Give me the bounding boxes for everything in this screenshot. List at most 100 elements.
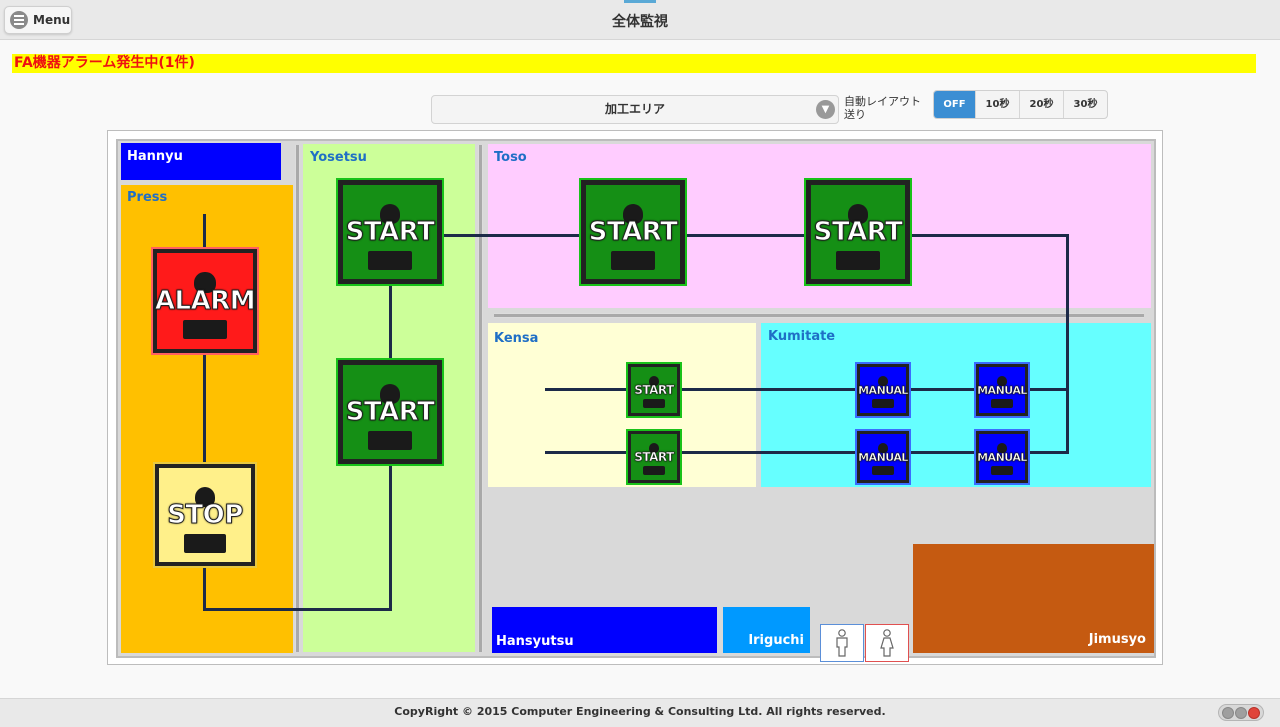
- zone-hansyutsu[interactable]: Hansyutsu: [492, 607, 717, 653]
- zone-label-yosetsu: Yosetsu: [310, 150, 367, 165]
- flow-line: [545, 388, 976, 391]
- machine-kensa-2[interactable]: START: [628, 431, 680, 483]
- machine-press-1[interactable]: ALARM: [153, 249, 257, 353]
- signal-light-1: [1221, 706, 1234, 719]
- header-bar: Menu 全体監視: [0, 0, 1280, 40]
- machine-head: [877, 443, 889, 454]
- machine-status: START: [813, 217, 903, 248]
- zone-label-press: Press: [127, 190, 168, 205]
- machine-kumitate-2[interactable]: MANUAL: [976, 364, 1028, 416]
- copyright-text: CopyRight © 2015 Computer Engineering & …: [394, 705, 886, 718]
- machine-toso-2[interactable]: START: [806, 180, 910, 284]
- machine-body: [611, 250, 655, 270]
- signal-lights[interactable]: [1218, 704, 1264, 721]
- machine-head: [648, 376, 660, 387]
- machine-body: [643, 466, 665, 476]
- machine-head: [847, 203, 869, 225]
- signal-light-3: [1248, 706, 1261, 719]
- zone-label-kensa: Kensa: [494, 331, 539, 346]
- zone-jimusyo[interactable]: Jimusyo: [913, 544, 1154, 653]
- auto-layout-label: 自動レイアウト送り: [844, 95, 921, 121]
- machine-body: [368, 430, 412, 450]
- flow-line: [441, 234, 581, 237]
- machine-status: MANUAL: [977, 450, 1028, 464]
- machine-yosetsu-2[interactable]: START: [338, 360, 442, 464]
- zone-divider-1: [295, 145, 300, 652]
- machine-status: START: [634, 383, 675, 398]
- zone-label-kumitate: Kumitate: [768, 329, 836, 344]
- interval-30s-button[interactable]: 30秒: [1063, 91, 1107, 118]
- zone-label-toso: Toso: [494, 150, 527, 165]
- machine-head: [996, 376, 1008, 387]
- machine-status: MANUAL: [858, 383, 909, 397]
- flow-line: [203, 351, 206, 465]
- alarm-banner[interactable]: FA機器アラーム発生中(1件): [12, 54, 1256, 73]
- machine-body: [991, 466, 1013, 476]
- machine-kensa-1[interactable]: START: [628, 364, 680, 416]
- machine-head: [194, 486, 216, 508]
- flow-line: [389, 283, 392, 361]
- interval-20s-button[interactable]: 20秒: [1019, 91, 1063, 118]
- interval-10s-button[interactable]: 10秒: [975, 91, 1019, 118]
- flow-line: [545, 451, 976, 454]
- flow-line: [389, 463, 392, 611]
- zone-divider-3: [494, 313, 1144, 318]
- zone-iriguchi[interactable]: Iriguchi: [723, 607, 810, 653]
- machine-yosetsu-1[interactable]: START: [338, 180, 442, 284]
- flow-line: [909, 234, 1068, 237]
- machine-body: [368, 250, 412, 270]
- machine-status: START: [634, 450, 675, 465]
- machine-press-2[interactable]: STOP: [155, 464, 255, 566]
- menu-button[interactable]: Menu: [4, 6, 72, 34]
- zone-divider-2: [478, 145, 483, 652]
- machine-status: ALARM: [154, 286, 256, 317]
- machine-status: MANUAL: [977, 383, 1028, 397]
- flow-line: [203, 565, 206, 611]
- machine-body: [183, 533, 227, 553]
- signal-light-2: [1234, 706, 1247, 719]
- machine-head: [622, 203, 644, 225]
- machine-status: START: [345, 397, 435, 428]
- machine-head: [648, 443, 660, 454]
- floor-map: Hannyu Press Yosetsu Toso Kensa Kumitate…: [107, 130, 1163, 665]
- machine-head: [379, 383, 401, 405]
- page-title: 全体監視: [612, 14, 668, 30]
- machine-body: [991, 399, 1013, 409]
- menu-label: Menu: [33, 13, 71, 27]
- machine-body: [872, 466, 894, 476]
- zone-label-hannyu: Hannyu: [127, 149, 183, 164]
- restroom-female[interactable]: [865, 624, 909, 662]
- zone-kensa[interactable]: Kensa: [488, 323, 756, 487]
- area-select-value: 加工エリア: [604, 102, 665, 116]
- machine-head: [877, 376, 889, 387]
- zone-label-jimusyo: Jimusyo: [1088, 632, 1146, 647]
- machine-head: [996, 443, 1008, 454]
- machine-kumitate-1[interactable]: MANUAL: [857, 364, 909, 416]
- footer-bar: CopyRight © 2015 Computer Engineering & …: [0, 698, 1280, 727]
- hamburger-icon: [10, 11, 28, 29]
- floor-map-canvas: Hannyu Press Yosetsu Toso Kensa Kumitate…: [116, 139, 1156, 662]
- flow-line: [203, 214, 206, 251]
- interval-selector: OFF 10秒 20秒 30秒: [933, 90, 1108, 119]
- machine-kumitate-4[interactable]: MANUAL: [976, 431, 1028, 483]
- header-accent: [624, 0, 656, 3]
- zone-kumitate[interactable]: Kumitate: [761, 323, 1151, 487]
- machine-toso-1[interactable]: START: [581, 180, 685, 284]
- flow-line: [1028, 388, 1068, 391]
- restroom-male[interactable]: [820, 624, 864, 662]
- machine-kumitate-3[interactable]: MANUAL: [857, 431, 909, 483]
- machine-body: [643, 399, 665, 409]
- flow-line: [1066, 234, 1069, 454]
- machine-head: [194, 272, 216, 294]
- machine-status: START: [345, 217, 435, 248]
- area-select[interactable]: 加工エリア ▼: [431, 95, 839, 124]
- chevron-down-icon: ▼: [816, 100, 835, 119]
- zone-hannyu[interactable]: Hannyu: [121, 143, 281, 180]
- interval-off-button[interactable]: OFF: [934, 91, 975, 118]
- female-person-icon: [880, 629, 894, 657]
- machine-body: [182, 320, 228, 340]
- flow-line: [1028, 451, 1068, 454]
- flow-line: [203, 608, 391, 611]
- zone-label-hansyutsu: Hansyutsu: [496, 634, 574, 649]
- zone-label-iriguchi: Iriguchi: [748, 633, 804, 648]
